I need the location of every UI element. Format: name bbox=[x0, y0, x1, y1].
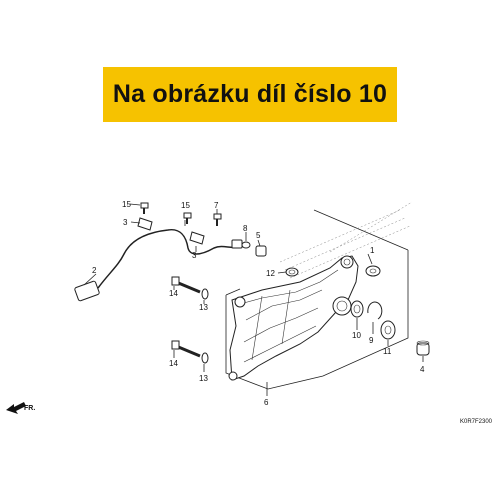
direction-label: FR. bbox=[24, 405, 35, 412]
callout-15: 15 bbox=[181, 201, 190, 210]
callout-5: 5 bbox=[256, 231, 261, 240]
frame-left-edge bbox=[225, 288, 241, 296]
part-number-banner: Na obrázku díl číslo 10 bbox=[103, 67, 397, 122]
front-direction-arrow-icon bbox=[6, 402, 26, 414]
callout-11: 11 bbox=[383, 347, 392, 356]
bolt-14-upper bbox=[171, 276, 201, 294]
circlip-9 bbox=[367, 301, 383, 320]
collar-5 bbox=[255, 245, 267, 257]
callout-9: 9 bbox=[369, 336, 374, 345]
bearing-1 bbox=[365, 265, 381, 277]
callout-1: 1 bbox=[370, 246, 375, 255]
seal-12 bbox=[285, 267, 299, 277]
callout-numbers: 15 3 2 15 3 7 8 5 12 1 14 13 14 13 10 9 … bbox=[92, 200, 425, 407]
clip-3-left bbox=[137, 217, 153, 231]
clip-3-mid bbox=[189, 231, 205, 245]
swingarm-body bbox=[228, 255, 359, 381]
callout-13: 13 bbox=[199, 303, 208, 312]
callout-15: 15 bbox=[122, 200, 131, 209]
bearing-11 bbox=[380, 320, 396, 340]
bolt-15-mid bbox=[183, 212, 192, 224]
callout-12: 12 bbox=[266, 269, 275, 278]
callout-8: 8 bbox=[243, 224, 248, 233]
callout-3: 3 bbox=[123, 218, 128, 227]
callout-10: 10 bbox=[352, 331, 361, 340]
callout-7: 7 bbox=[214, 201, 219, 210]
background-texture bbox=[279, 201, 413, 279]
speed-sensor-cable bbox=[74, 228, 243, 302]
washer-13-upper bbox=[201, 288, 209, 300]
washer-13-lower bbox=[201, 352, 209, 364]
bolt-7 bbox=[213, 213, 222, 226]
frame-top-edge bbox=[313, 209, 409, 251]
callout-2: 2 bbox=[92, 266, 97, 275]
diagram-code: K0R7F2300 bbox=[460, 419, 493, 425]
callout-4: 4 bbox=[420, 365, 425, 374]
banner-text: Na obrázku díl číslo 10 bbox=[112, 80, 388, 108]
callout-6: 6 bbox=[264, 398, 269, 407]
collar-4 bbox=[416, 340, 430, 356]
callout-14: 14 bbox=[169, 359, 178, 368]
nut-8 bbox=[241, 241, 251, 249]
callout-13: 13 bbox=[199, 374, 208, 383]
leader-lines bbox=[83, 203, 424, 396]
washer-10 bbox=[350, 300, 364, 318]
callout-14: 14 bbox=[169, 289, 178, 298]
callout-3: 3 bbox=[192, 251, 197, 260]
bolt-15-left bbox=[140, 202, 149, 214]
assembly-frame bbox=[225, 250, 409, 390]
bolt-14-lower bbox=[171, 340, 201, 358]
